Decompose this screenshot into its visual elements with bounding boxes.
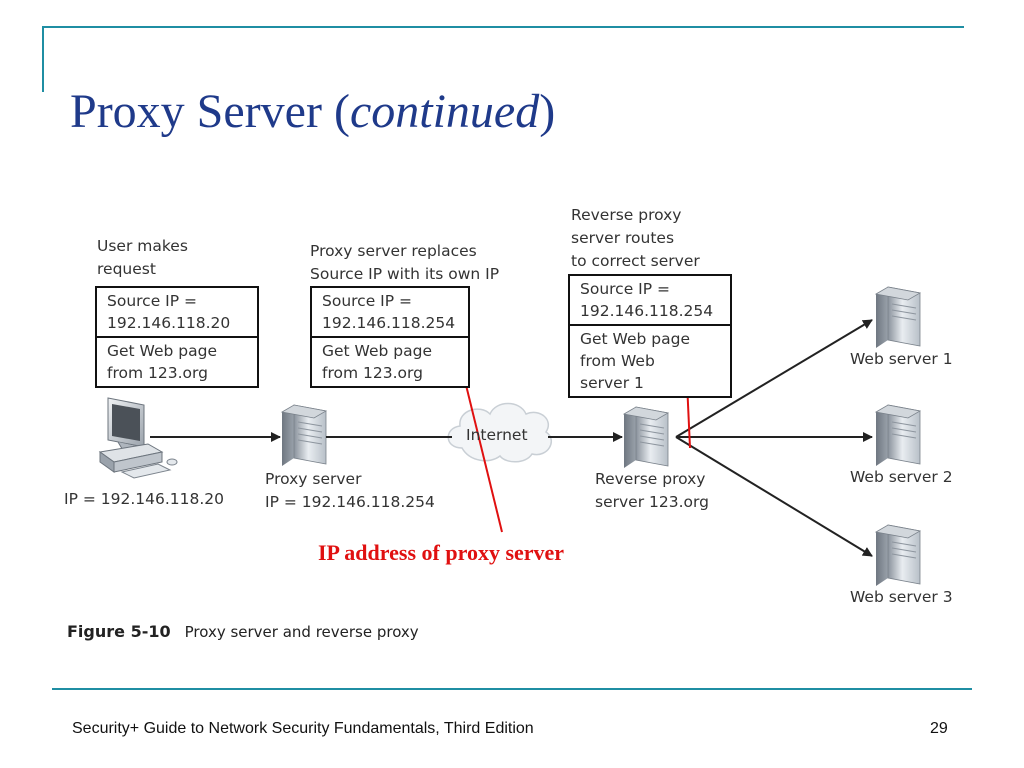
proxy-packet-box: Source IP = 192.146.118.254 Get Web page…	[310, 286, 470, 388]
proxy-source-label: Source IP =	[322, 292, 412, 310]
slide-title: Proxy Server (continued)	[70, 88, 555, 136]
page-number: 29	[930, 720, 948, 737]
title-end: )	[539, 85, 556, 138]
reverse-proxy-label-line-2: server 123.org	[595, 493, 709, 511]
reverse-source-label: Source IP =	[580, 280, 670, 298]
proxy-server-ip: IP = 192.146.118.254	[265, 493, 435, 511]
web-server-2-icon	[874, 404, 922, 466]
arrow-to-web-server-3	[675, 436, 873, 557]
user-computer-icon	[98, 397, 178, 479]
proxy-request-line-2: from 123.org	[322, 364, 423, 382]
user-packet-request: Get Web page from 123.org	[97, 336, 257, 386]
reverse-packet-box: Source IP = 192.146.118.254 Get Web page…	[568, 274, 732, 398]
user-note: User makes request	[97, 235, 188, 281]
user-packet-box: Source IP = 192.146.118.20 Get Web page …	[95, 286, 259, 388]
proxy-request-line-1: Get Web page	[322, 342, 432, 360]
user-note-line-2: request	[97, 260, 156, 278]
bottom-rule	[52, 688, 972, 690]
proxy-packet-request: Get Web page from 123.org	[312, 336, 468, 386]
reverse-request-line-2: from Web	[580, 352, 655, 370]
user-note-line-1: User makes	[97, 237, 188, 255]
footer-text: Security+ Guide to Network Security Fund…	[72, 720, 534, 737]
user-source-label: Source IP =	[107, 292, 197, 310]
figure-caption: Figure 5-10 Proxy server and reverse prox…	[67, 622, 419, 641]
arrow-to-web-server-1	[675, 319, 873, 438]
web-server-1-label: Web server 1	[850, 350, 953, 368]
reverse-packet-source: Source IP = 192.146.118.254	[570, 276, 730, 324]
reverse-proxy-label: Reverse proxy server 123.org	[595, 468, 709, 514]
web-server-3-label: Web server 3	[850, 588, 953, 606]
callout-proxy-ip: IP address of proxy server	[318, 540, 565, 565]
reverse-source-ip: 192.146.118.254	[580, 302, 714, 320]
proxy-source-ip: 192.146.118.254	[322, 314, 456, 332]
proxy-packet-source: Source IP = 192.146.118.254	[312, 288, 468, 336]
proxy-note: Proxy server replaces Source IP with its…	[310, 240, 499, 286]
top-rule	[42, 26, 964, 28]
proxy-note-line-1: Proxy server replaces	[310, 242, 477, 260]
user-request-line-2: from 123.org	[107, 364, 208, 382]
user-source-ip: 192.146.118.20	[107, 314, 231, 332]
reverse-note-line-2: server routes	[571, 229, 675, 247]
web-server-2-label: Web server 2	[850, 468, 953, 486]
title-main: Proxy Server (	[70, 85, 350, 138]
web-server-1-icon	[874, 286, 922, 348]
reverse-request-line-3: server 1	[580, 374, 644, 392]
internet-label: Internet	[466, 426, 528, 444]
web-server-3-icon	[874, 524, 922, 586]
reverse-proxy-label-line-1: Reverse proxy	[595, 470, 706, 488]
reverse-proxy-note: Reverse proxy server routes to correct s…	[571, 204, 700, 273]
proxy-server-label-line-1: Proxy server	[265, 470, 362, 488]
figure-caption-text: Proxy server and reverse proxy	[184, 623, 419, 641]
user-request-line-1: Get Web page	[107, 342, 217, 360]
reverse-note-line-3: to correct server	[571, 252, 700, 270]
reverse-request-line-1: Get Web page	[580, 330, 690, 348]
user-packet-source: Source IP = 192.146.118.20	[97, 288, 257, 336]
proxy-note-line-2: Source IP with its own IP	[310, 265, 500, 283]
proxy-server-label: Proxy server IP = 192.146.118.254	[265, 468, 435, 514]
reverse-proxy-server-icon	[622, 406, 670, 468]
proxy-server-icon	[280, 404, 328, 466]
title-italic: continued	[349, 85, 540, 138]
reverse-packet-request: Get Web page from Web server 1	[570, 324, 730, 396]
reverse-note-line-1: Reverse proxy	[571, 206, 682, 224]
figure-label: Figure 5-10	[67, 622, 171, 641]
user-ip-label: IP = 192.146.118.20	[64, 490, 225, 508]
left-rule	[42, 26, 44, 92]
